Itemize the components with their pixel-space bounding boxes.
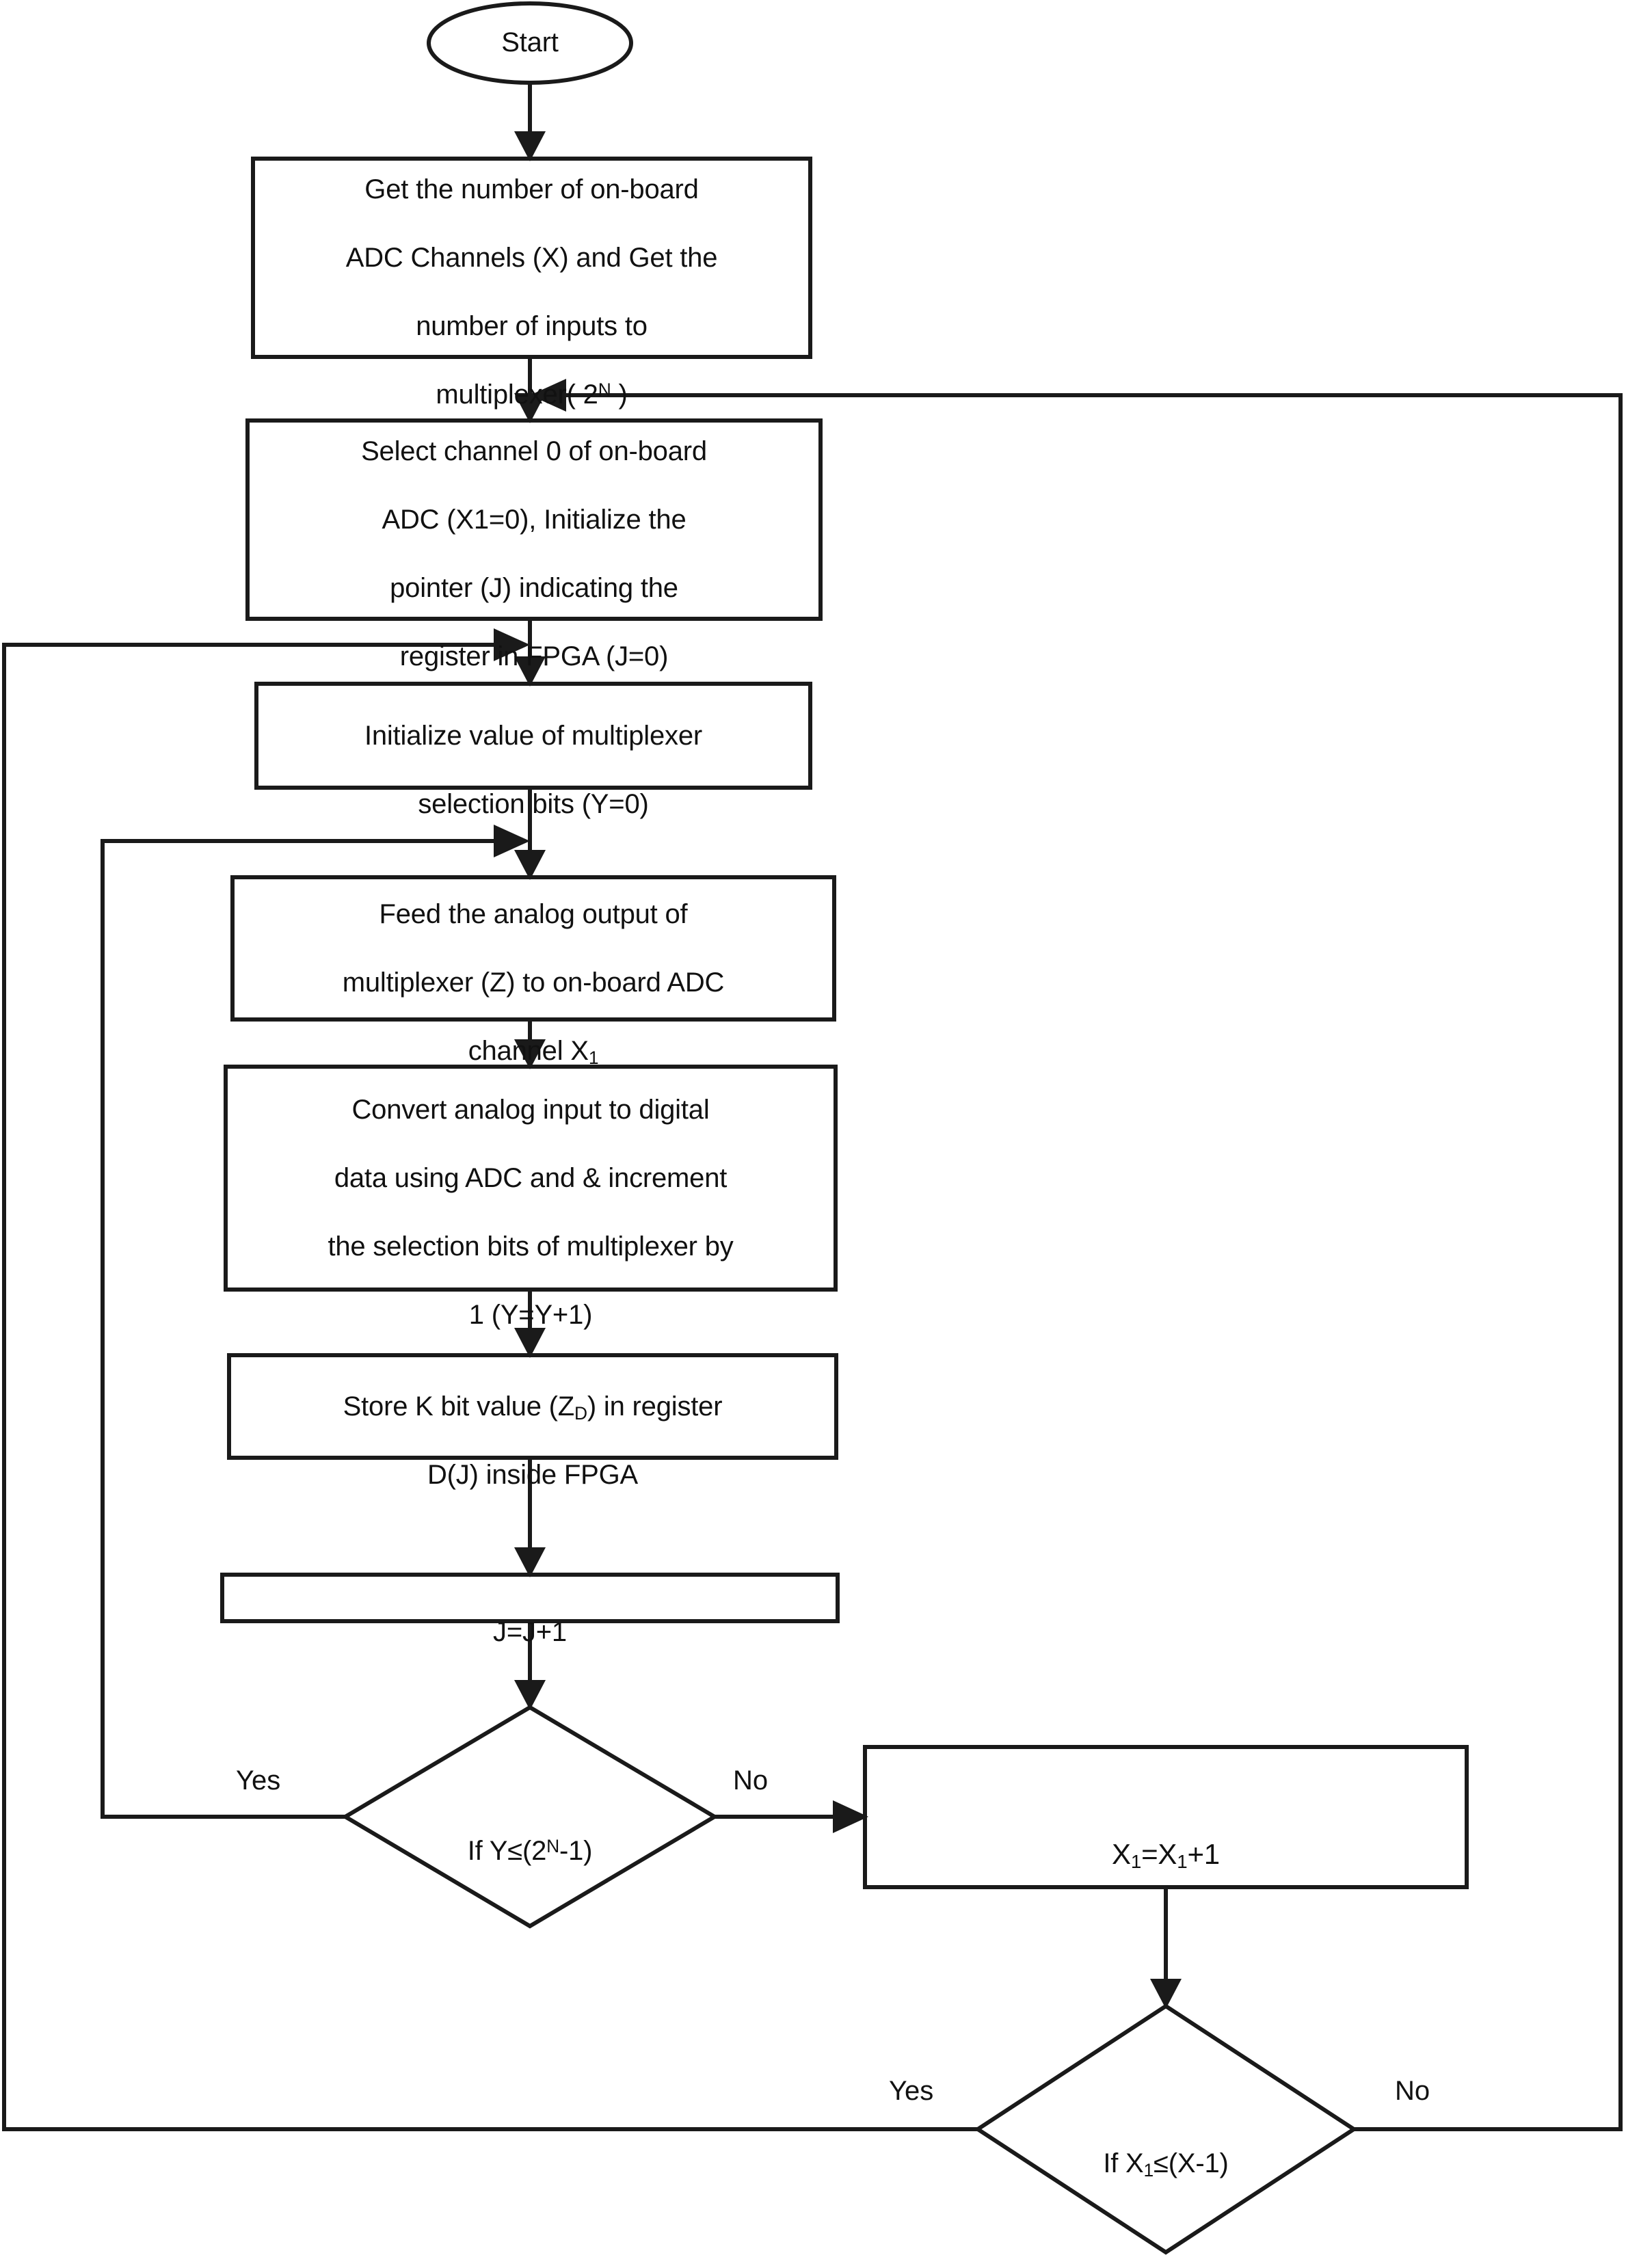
edge-decide-x1-no-loop	[555, 393, 1623, 2131]
decide-x1-diamond-shape	[974, 2003, 1358, 2255]
edge-label-decide-x1-no: No	[1395, 2076, 1430, 2106]
arrowhead-decide-x1-no-loop	[530, 379, 566, 412]
arrowhead-select-channel-to-init-sel-bits	[514, 656, 546, 686]
convert-adc-box-shape	[224, 1065, 838, 1292]
init-sel-bits-box-shape	[254, 682, 812, 790]
edge-decide-y-yes-loop	[101, 839, 506, 1819]
arrowhead-feed-analog-to-convert-adc	[514, 1039, 546, 1069]
arrowhead-decide-x1-yes-loop	[494, 628, 530, 661]
edge-decide-x1-yes-loop	[2, 643, 978, 2131]
edge-label-decide-x1-yes: Yes	[889, 2076, 934, 2106]
select-channel-box-shape	[245, 418, 823, 621]
edge-label-decide-y-yes: Yes	[236, 1765, 281, 1796]
arrowhead-increment-j-to-decide-y	[514, 1680, 546, 1710]
get-params-box-shape	[251, 157, 812, 359]
increment-x1-box-shape	[863, 1745, 1469, 1889]
arrowhead-start-to-get-params	[514, 131, 546, 161]
arrowhead-decide-y-yes-loop	[494, 825, 530, 857]
increment-j-box-shape	[220, 1573, 840, 1623]
store-value-box-shape	[227, 1353, 838, 1460]
arrowhead-get-params-to-select-channel	[514, 393, 546, 423]
edge-label-decide-y-no: No	[733, 1765, 769, 1796]
arrowhead-init-sel-bits-to-feed-analog	[514, 850, 546, 880]
decide-y-diamond-shape	[341, 1705, 719, 1929]
arrowhead-decide-y-no	[833, 1800, 868, 1833]
arrowhead-store-value-to-increment-j	[514, 1547, 546, 1577]
arrowhead-convert-adc-to-store-value	[514, 1328, 546, 1358]
start-terminator-shape	[427, 1, 633, 85]
feed-analog-box-shape	[230, 875, 836, 1022]
arrowhead-increment-x1-to-decide-x1	[1150, 1979, 1182, 2009]
